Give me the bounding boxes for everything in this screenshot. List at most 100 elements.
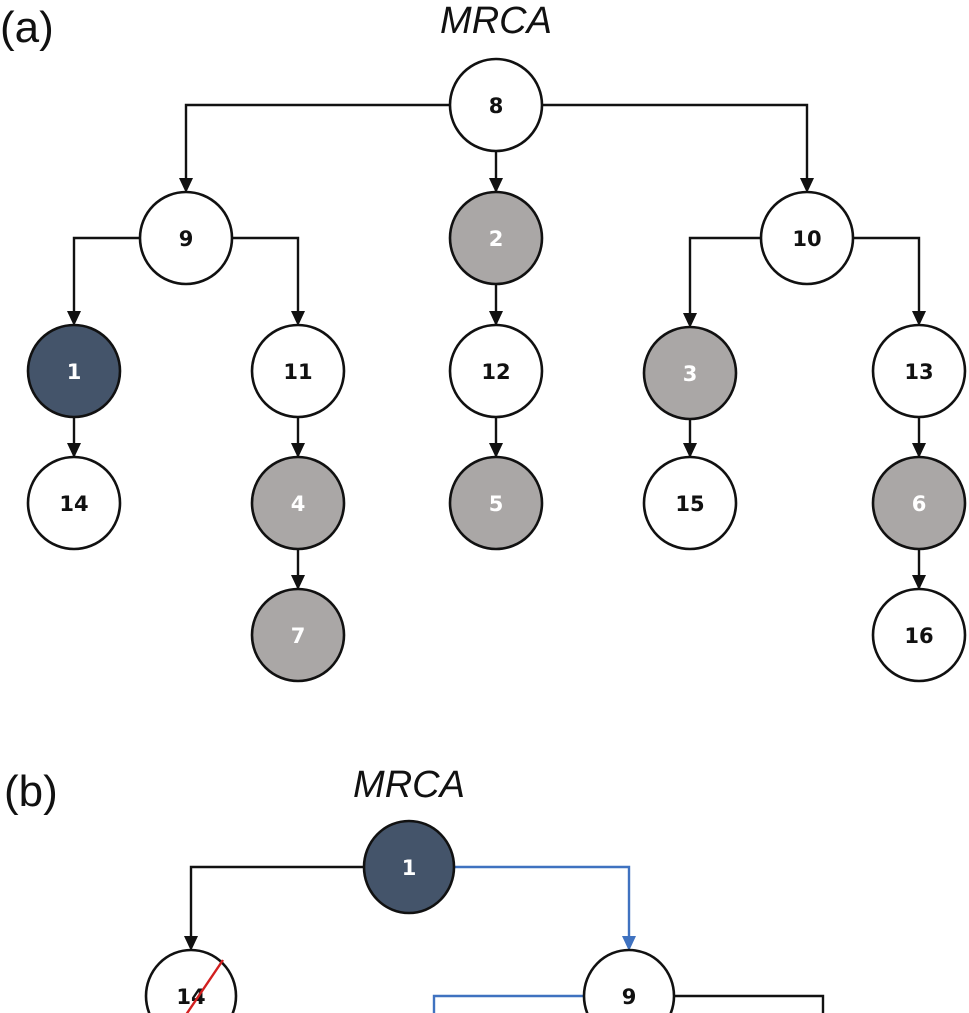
edge-line	[688, 236, 761, 315]
node-b-14: 14	[144, 948, 238, 1013]
arrowhead-icon	[489, 443, 503, 458]
edge-a-13-to-6	[912, 417, 926, 458]
node-label: 2	[489, 227, 504, 251]
arrowhead-icon	[179, 178, 193, 193]
edge-a-9-to-11	[232, 236, 305, 326]
edge-line	[232, 236, 300, 313]
arrowhead-icon	[489, 311, 503, 326]
node-a-5: 5	[448, 455, 544, 551]
panel-b-title: MRCA	[353, 764, 465, 806]
node-a-10: 10	[759, 190, 855, 286]
node-label: 14	[59, 492, 88, 516]
node-circle	[448, 190, 544, 286]
node-label: 13	[904, 360, 933, 384]
node-a-7: 7	[250, 587, 346, 683]
edges-layer	[67, 103, 926, 1013]
edge-a-4-to-7	[291, 549, 305, 590]
node-a-3: 3	[642, 325, 738, 421]
edge-a-6-to-16	[912, 549, 926, 590]
edge-a-8-to-10	[542, 103, 814, 193]
panel-b-label: (b)	[4, 767, 58, 816]
node-circle	[871, 587, 967, 683]
node-circle	[138, 190, 234, 286]
node-b-1: 1	[362, 819, 456, 915]
node-circle	[448, 323, 544, 419]
node-label: 11	[283, 360, 312, 384]
edge-a-12-to-5	[489, 417, 503, 458]
node-circle	[582, 948, 676, 1013]
node-label: 4	[291, 492, 306, 516]
node-circle	[250, 455, 346, 551]
edge-b-9-to-offscreen-right	[674, 994, 825, 1013]
panel-a-label: (a)	[0, 3, 54, 52]
node-label: 1	[402, 856, 417, 880]
arrowhead-icon	[184, 936, 198, 951]
arrowhead-icon	[912, 311, 926, 326]
node-circle	[759, 190, 855, 286]
node-label: 3	[683, 362, 698, 386]
node-label: 14	[176, 985, 205, 1009]
arrowhead-icon	[912, 443, 926, 458]
arrowhead-icon	[291, 575, 305, 590]
node-circle	[448, 455, 544, 551]
node-a-4: 4	[250, 455, 346, 551]
node-a-12: 12	[448, 323, 544, 419]
node-a-14: 14	[26, 455, 122, 551]
arrowhead-icon	[489, 178, 503, 193]
edge-line	[184, 103, 450, 180]
arrowhead-icon	[622, 936, 636, 951]
node-label: 16	[904, 624, 933, 648]
edge-a-10-to-3	[683, 236, 761, 328]
edge-a-10-to-13	[853, 236, 926, 326]
edge-line	[72, 236, 140, 313]
arrowhead-icon	[291, 311, 305, 326]
edge-a-9-to-1	[67, 236, 140, 326]
node-circle	[642, 455, 738, 551]
node-b-9: 9	[582, 948, 676, 1013]
arrowhead-icon	[683, 443, 697, 458]
node-label: 1	[67, 360, 82, 384]
node-label: 7	[291, 624, 306, 648]
node-a-16: 16	[871, 587, 967, 683]
node-circle	[642, 325, 738, 421]
node-circle	[26, 323, 122, 419]
arrowhead-icon	[67, 311, 81, 326]
edge-a-8-to-2	[489, 151, 503, 193]
node-a-8: 8	[448, 57, 544, 153]
arrowhead-icon	[291, 443, 305, 458]
node-a-13: 13	[871, 323, 967, 419]
node-label: 9	[622, 985, 637, 1009]
arrowhead-icon	[683, 313, 697, 328]
arrowhead-icon	[912, 575, 926, 590]
edge-b-1-to-9	[454, 865, 636, 951]
node-a-15: 15	[642, 455, 738, 551]
node-label: 12	[481, 360, 510, 384]
node-circle	[362, 819, 456, 915]
node-circle	[871, 323, 967, 419]
edge-a-3-to-15	[683, 419, 697, 458]
node-a-9: 9	[138, 190, 234, 286]
edge-line	[454, 865, 631, 938]
edge-a-11-to-4	[291, 417, 305, 458]
node-label: 9	[179, 227, 194, 251]
node-circle	[26, 455, 122, 551]
node-a-11: 11	[250, 323, 346, 419]
edge-line	[432, 994, 584, 1013]
node-a-1: 1	[26, 323, 122, 419]
edge-a-2-to-12	[489, 284, 503, 326]
node-circle	[871, 455, 967, 551]
edge-a-8-to-9	[179, 103, 450, 193]
node-a-2: 2	[448, 190, 544, 286]
node-a-6: 6	[871, 455, 967, 551]
edge-line	[542, 103, 809, 180]
node-label: 5	[489, 492, 504, 516]
edge-line	[674, 994, 825, 1013]
edge-line	[853, 236, 921, 313]
edge-a-1-to-14	[67, 417, 81, 458]
node-label: 10	[792, 227, 821, 251]
node-circle	[144, 948, 238, 1013]
node-circle	[250, 587, 346, 683]
panel-a-title: MRCA	[440, 0, 552, 42]
